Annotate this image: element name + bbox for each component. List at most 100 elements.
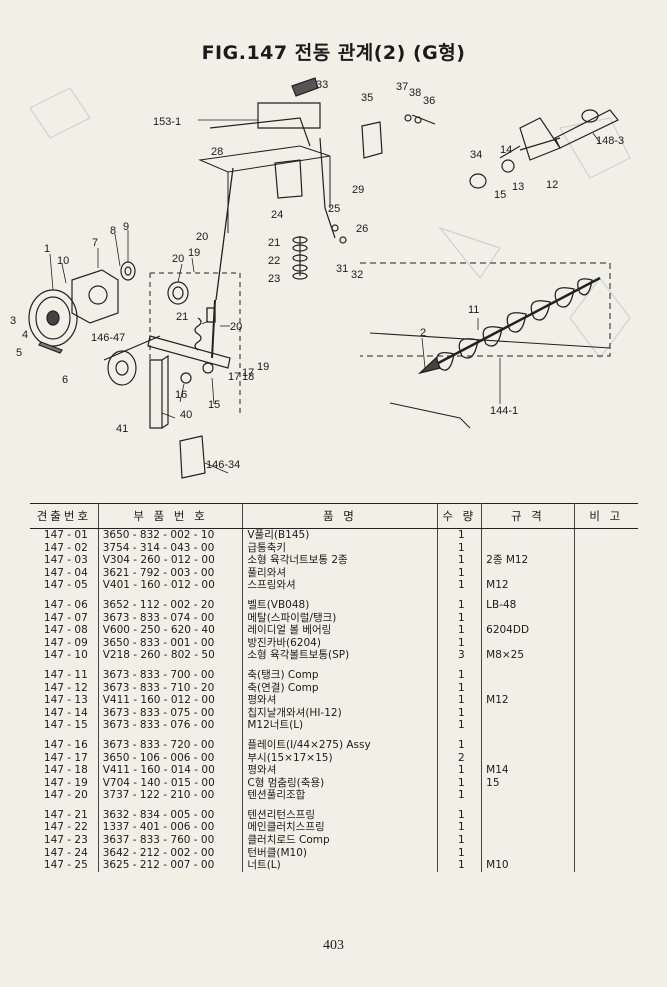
callout: 15	[208, 399, 220, 411]
row-name: 평와셔	[242, 694, 438, 707]
callout: 25	[328, 203, 340, 215]
row-part-number: 3652 - 112 - 002 - 20	[98, 591, 244, 612]
row-spec: LB-48	[481, 591, 575, 612]
row-qty: 1	[437, 731, 483, 752]
callout: 4	[22, 329, 28, 341]
callout: 9	[123, 221, 129, 233]
callout: 148-3	[596, 135, 624, 147]
callout: 6	[62, 374, 68, 386]
row-spec	[481, 731, 575, 752]
row-qty: 1	[437, 776, 483, 790]
callout: 18	[242, 371, 254, 383]
callout: 35	[361, 92, 373, 104]
row-spec	[481, 751, 575, 765]
row-number: 147 - 21	[30, 801, 99, 822]
callout: 34	[470, 149, 482, 161]
header-remarks: 비 고	[574, 503, 638, 529]
callout: 20	[196, 231, 208, 243]
header-part-number: 부 품 번 호	[98, 503, 244, 529]
header-name: 품 명	[242, 503, 438, 529]
row-qty: 1	[437, 846, 483, 860]
row-name: 벨트(VB048)	[242, 591, 438, 612]
row-number: 147 - 01	[30, 528, 99, 542]
row-spec: M12	[481, 694, 575, 707]
page-title: FIG.147 전동 관계(2) (G형)	[201, 42, 466, 64]
row-spec	[481, 834, 575, 847]
callout: 2	[420, 327, 426, 339]
row-name: 텐션풀리조합	[242, 789, 438, 802]
row-name: 소형 육각볼트보통(SP)	[242, 649, 438, 662]
row-name: 소형 육각너트보통 2종	[242, 554, 438, 567]
callout: 26	[356, 223, 368, 235]
row-qty: 2	[437, 751, 483, 765]
row-name: 부시(15×17×15)	[242, 751, 438, 765]
row-name: 너트(L)	[242, 859, 438, 872]
row-qty: 1	[437, 764, 483, 777]
row-qty: 1	[437, 719, 483, 732]
callout: 17	[242, 367, 254, 379]
row-spec	[481, 706, 575, 720]
callout: 23	[268, 273, 280, 285]
row-number: 147 - 05	[30, 579, 99, 592]
row-name: 칩지날개와셔(HI-12)	[242, 706, 438, 720]
callout: 21	[176, 311, 188, 323]
row-spec	[481, 681, 575, 695]
callout: 24	[271, 209, 283, 221]
callout: 144-1	[490, 405, 518, 417]
row-spec	[481, 566, 575, 580]
row-spec	[481, 528, 575, 542]
row-remarks	[574, 624, 638, 637]
callout: 21	[268, 237, 280, 249]
row-part-number: 3673 - 833 - 700 - 00	[98, 661, 244, 682]
row-remarks	[574, 777, 638, 790]
callout: 14	[500, 144, 512, 156]
screw-conveyor	[417, 276, 601, 375]
row-spec: M8×25	[481, 649, 575, 662]
row-number: 147 - 07	[30, 611, 99, 625]
callout: 33	[316, 79, 328, 91]
row-qty: 1	[437, 694, 483, 707]
row-remarks	[574, 732, 638, 752]
callout: 13	[512, 181, 524, 193]
row-number: 147 - 03	[30, 554, 99, 567]
row-spec: 6204DD	[481, 624, 575, 637]
row-number: 147 - 17	[30, 751, 99, 765]
row-name: 메인클러치스프링	[242, 821, 438, 835]
row-number: 147 - 04	[30, 566, 99, 580]
row-qty: 1	[437, 624, 483, 637]
callout: 40	[180, 409, 192, 421]
row-part-number: 3642 - 212 - 002 - 00	[98, 846, 244, 860]
row-spec: 15	[481, 776, 575, 790]
row-remarks	[574, 847, 638, 860]
row-remarks	[574, 764, 638, 777]
row-part-number: 3754 - 314 - 043 - 00	[98, 541, 244, 555]
row-remarks	[574, 592, 638, 612]
row-part-number: 3673 - 833 - 075 - 00	[98, 706, 244, 720]
row-name: 플레이트(I/44×275) Assy	[242, 731, 438, 752]
row-part-number: V218 - 260 - 802 - 50	[98, 649, 244, 662]
callout: 10	[57, 255, 69, 267]
row-part-number: 1337 - 401 - 006 - 00	[98, 821, 244, 835]
row-number: 147 - 11	[30, 661, 99, 682]
callout-labels: 33 153-1 35 37 38 36 148-3 28 29 34 14 1…	[10, 79, 624, 471]
callout: 37	[396, 81, 408, 93]
row-name: 클러치로드 Comp	[242, 834, 438, 847]
row-name: 급통축키	[242, 541, 438, 555]
row-remarks	[574, 649, 638, 662]
row-name: V풀리(B145)	[242, 528, 438, 542]
callout: 32	[351, 269, 363, 281]
row-qty: 1	[437, 859, 483, 872]
row-remarks	[574, 834, 638, 847]
row-number: 147 - 18	[30, 764, 99, 777]
row-part-number: 3621 - 792 - 003 - 00	[98, 566, 244, 580]
